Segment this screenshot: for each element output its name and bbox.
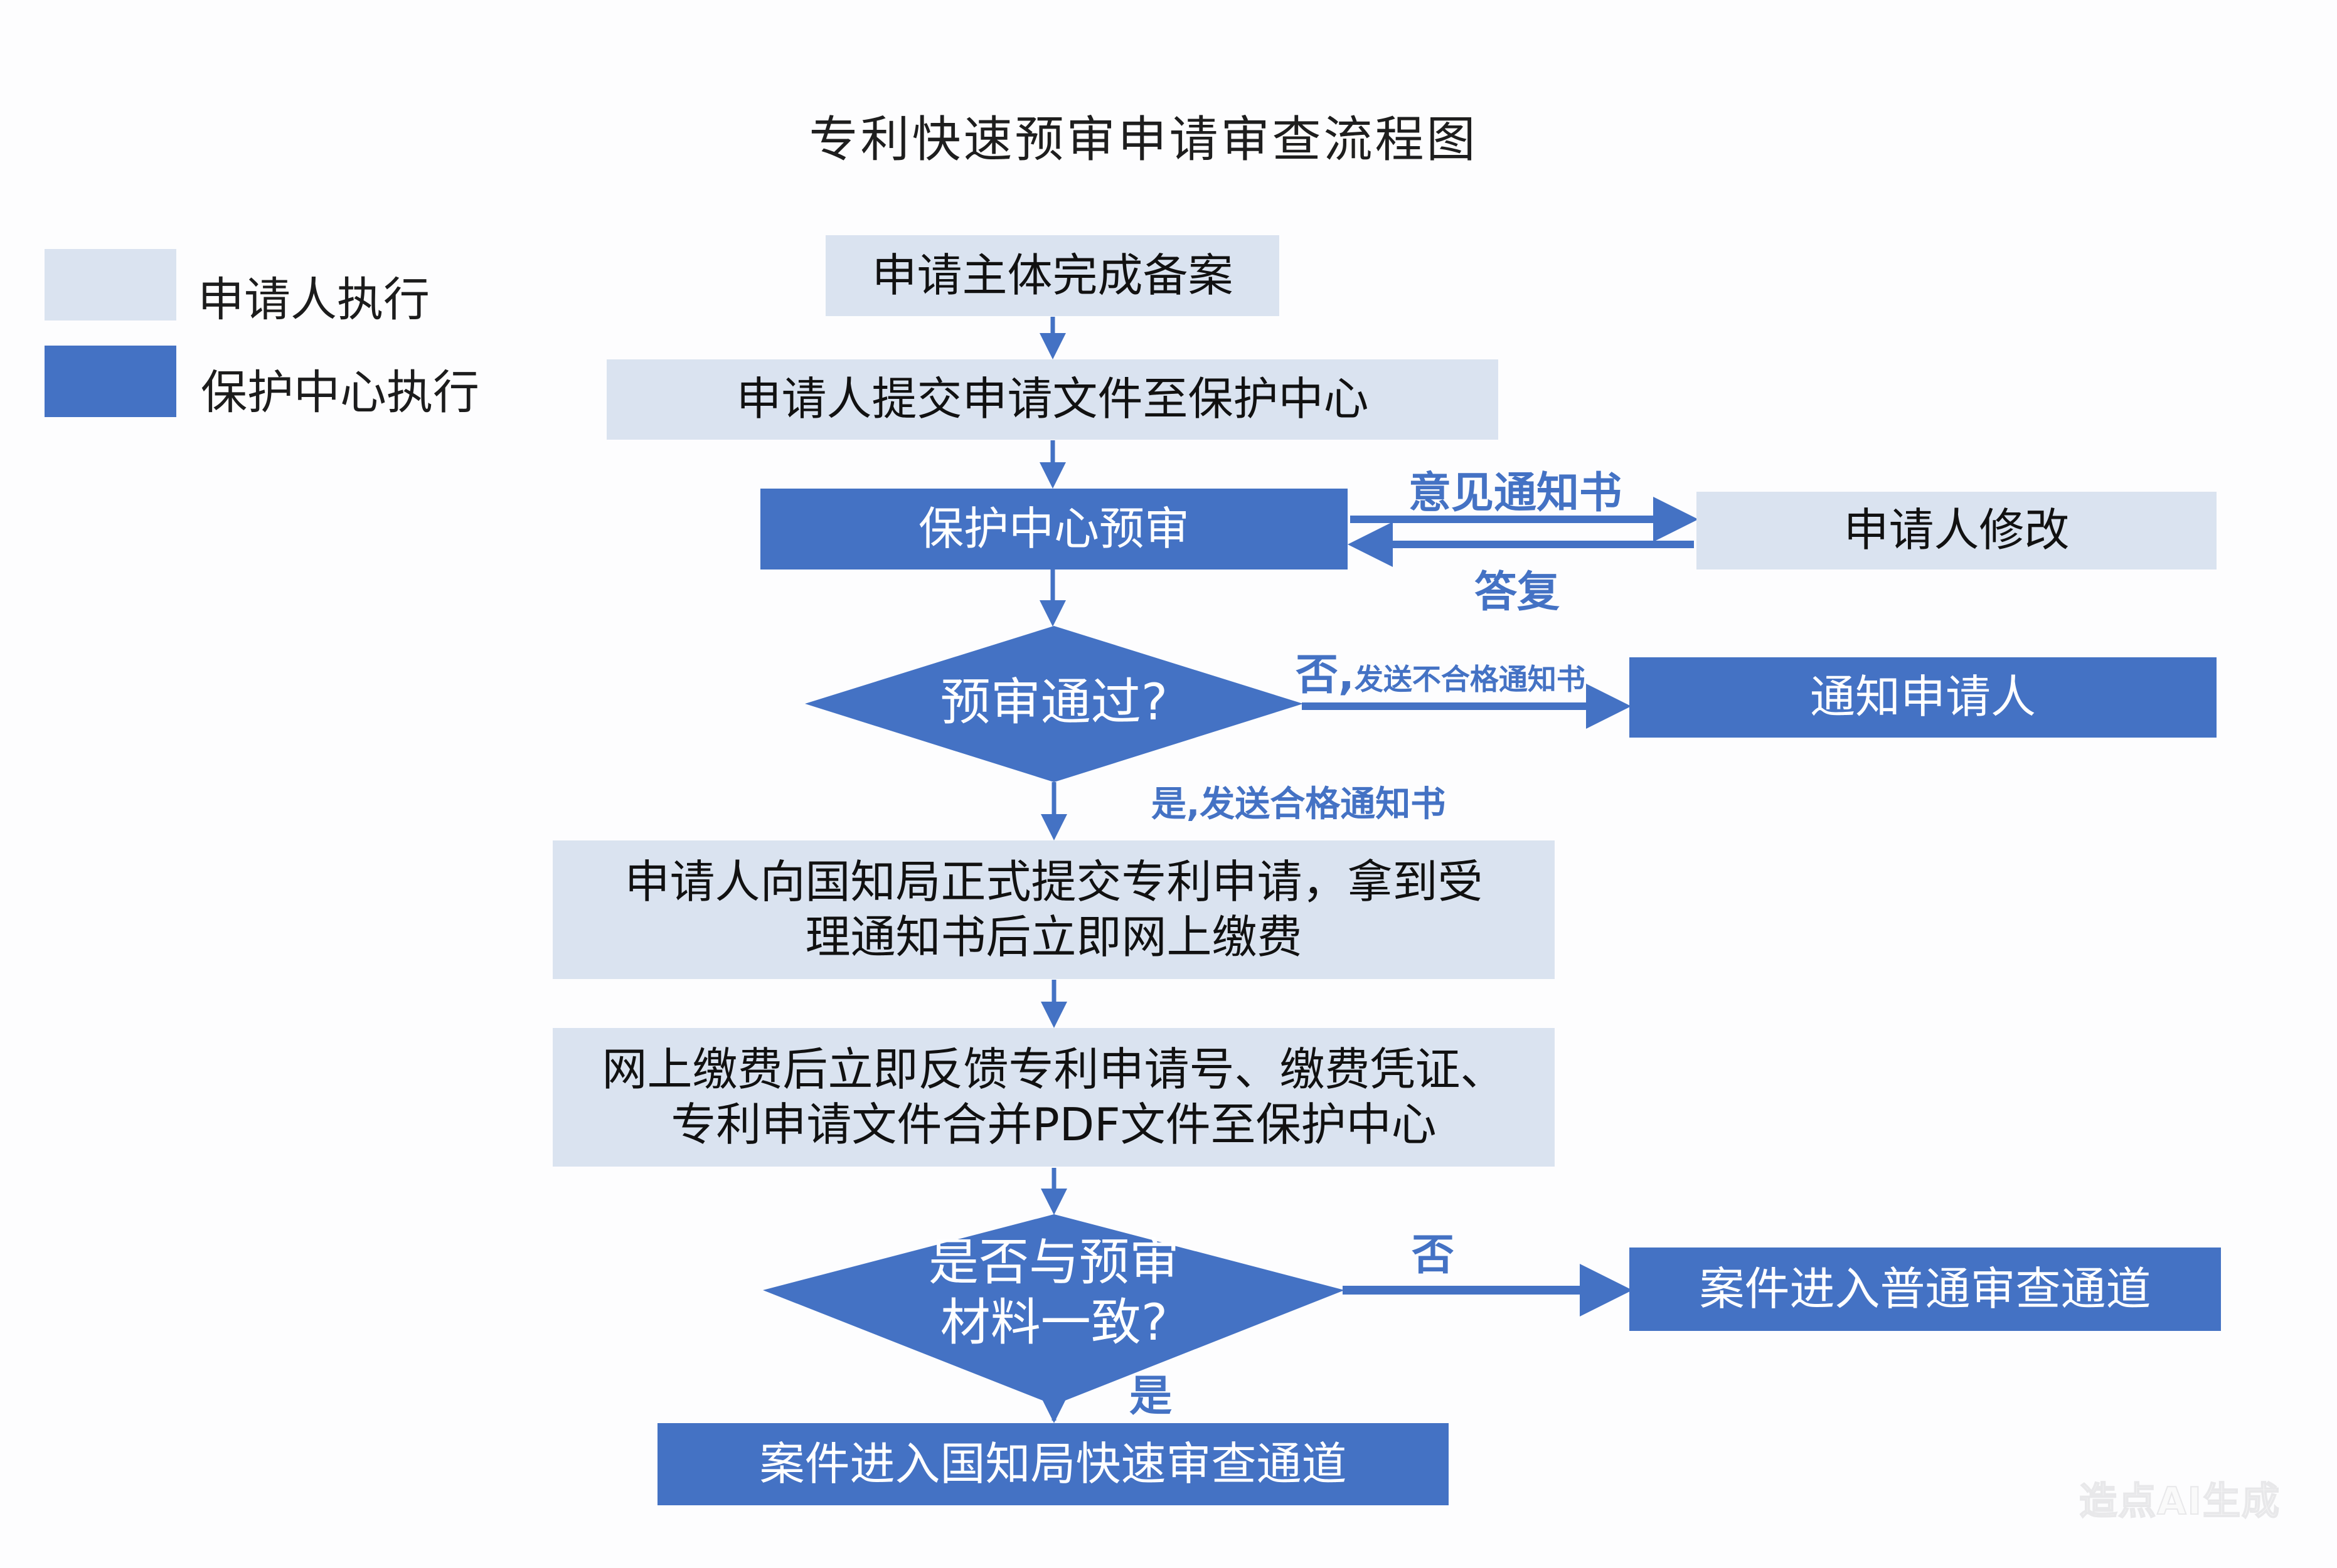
node-normal-channel: 案件进入普通审查通道 (1629, 1248, 2221, 1331)
node-feedback-line1: 网上缴费后立即反馈专利申请号、缴费凭证、 (602, 1042, 1506, 1096)
label-yes-send: 发送合格通知书 (1200, 784, 1446, 825)
node-modify: 申请人修改 (1696, 492, 2217, 569)
decision2-line1: 是否与预审 (929, 1233, 1179, 1291)
label-yes-prefix: 是, (1151, 784, 1200, 825)
label-decision2-yes: 是 (1129, 1372, 1173, 1421)
node-prereview: 保护中心预审 (760, 489, 1348, 569)
legend-label-center: 保护中心执行 (201, 366, 479, 420)
node-fast-channel: 案件进入国知局快速审查通道 (657, 1423, 1449, 1505)
node-submit: 申请人提交申请文件至保护中心 (607, 359, 1498, 440)
watermark-logo: 造点AI生成 (2079, 1479, 2281, 1524)
node-submit-text: 申请人提交申请文件至保护中心 (736, 373, 1369, 426)
decision2-line2: 材料一致? (940, 1293, 1168, 1352)
decision2-diamond (763, 1214, 1344, 1405)
label-decision1-no: 否,发送不合格通知书 (1296, 640, 1585, 702)
label-opinion-notice: 意见通知书 (1408, 469, 1622, 518)
legend-label-applicant: 申请人执行 (198, 273, 430, 327)
legend-swatch-center (45, 346, 176, 417)
label-no-send: 发送不合格通知书 (1354, 662, 1585, 696)
node-feedback-line2: 专利申请文件合并PDF文件至保护中心 (671, 1098, 1437, 1151)
label-reply: 答复 (1474, 568, 1560, 617)
decision2-label: 是否与预审 材料一致? (891, 1232, 1217, 1353)
node-formal-line1: 申请人向国知局正式提交专利申请，拿到受 (624, 855, 1483, 908)
label-decision1-yes: 是,发送合格通知书 (1151, 776, 1445, 827)
node-filing-text: 申请主体完成备案 (871, 248, 1233, 302)
diagram-title: 专利快速预审申请审查流程图 (809, 112, 1478, 168)
label-no-prefix: 否, (1296, 650, 1355, 700)
node-normal-channel-text: 案件进入普通审查通道 (1699, 1262, 2151, 1315)
node-feedback: 网上缴费后立即反馈专利申请号、缴费凭证、 专利申请文件合并PDF文件至保护中心 (553, 1028, 1555, 1167)
node-fast-channel-text: 案件进入国知局快速审查通道 (759, 1437, 1347, 1490)
node-modify-text: 申请人修改 (1843, 504, 2070, 557)
node-notify-text: 通知申请人 (1809, 670, 2036, 724)
legend-swatch-applicant (45, 249, 176, 320)
decision1-diamond (805, 626, 1303, 782)
node-formal-submission: 申请人向国知局正式提交专利申请，拿到受 理通知书后立即网上缴费 (553, 840, 1555, 979)
node-notify: 通知申请人 (1629, 657, 2217, 738)
node-filing: 申请主体完成备案 (826, 235, 1279, 316)
decision1-label: 预审通过? (940, 673, 1168, 731)
node-prereview-text: 保护中心预审 (918, 502, 1190, 555)
node-formal-line2: 理通知书后立即网上缴费 (805, 910, 1302, 963)
label-decision2-no: 否 (1412, 1231, 1455, 1280)
